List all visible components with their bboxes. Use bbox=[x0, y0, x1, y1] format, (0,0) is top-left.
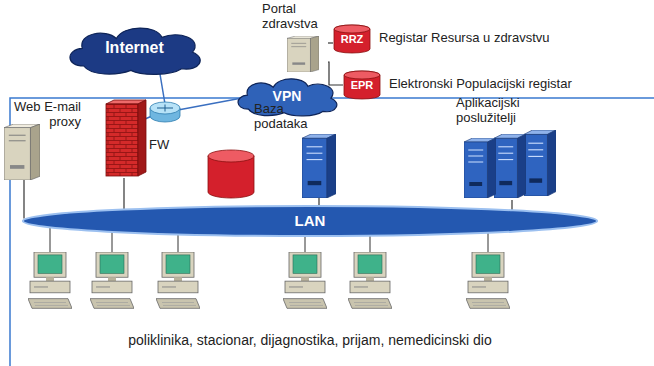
department-list: poliklinika, stacionar, dijagnostika, pr… bbox=[0, 332, 620, 348]
proxy-server: Web E-mail proxy bbox=[3, 100, 85, 180]
label-holder: poliklinika, stacionar, dijagnostika, pr… bbox=[0, 332, 620, 348]
text-holder: EPR bbox=[343, 79, 381, 92]
text-holder: RRZ bbox=[333, 33, 371, 46]
network-link bbox=[328, 62, 343, 85]
text-holder: Elektronski Populacijski registar bbox=[389, 77, 572, 92]
network-link bbox=[123, 178, 124, 209]
network-link bbox=[23, 180, 24, 219]
text-holder: Registar Resursa u zdravstvu bbox=[379, 31, 550, 46]
database-code: RRZ bbox=[333, 33, 371, 46]
text-holder: Portal zdravstva bbox=[262, 2, 324, 32]
server-label: Baza podataka bbox=[254, 102, 316, 132]
application-servers: Aplikacijski poslužitelji bbox=[452, 96, 562, 200]
text-holder: LAN bbox=[20, 212, 600, 229]
network-link bbox=[328, 42, 333, 43]
cylinder-body bbox=[344, 71, 380, 99]
bus-label: LAN bbox=[20, 212, 600, 229]
network-link bbox=[318, 198, 319, 206]
cylinder-top bbox=[334, 25, 370, 33]
cylinder-body bbox=[334, 25, 370, 53]
database-name: Elektronski Populacijski registar bbox=[389, 77, 572, 92]
text-holder: Baza podataka bbox=[254, 102, 316, 132]
text-holder: VPN bbox=[232, 88, 342, 104]
database-name: Registar Resursa u zdravstvu bbox=[379, 31, 550, 46]
server-label: Web E-mail proxy bbox=[7, 100, 81, 130]
text-holder: Web E-mail proxy bbox=[7, 100, 81, 130]
network-link bbox=[511, 200, 512, 210]
database-server: Baza podataka bbox=[206, 100, 338, 198]
server-label: Aplikacijski poslužitelji bbox=[456, 96, 556, 126]
text-holder: Aplikacijski poslužitelji bbox=[456, 96, 556, 126]
portal-server: Portal zdravstva bbox=[258, 2, 328, 72]
firewall: FW bbox=[104, 100, 174, 178]
cloud-label: VPN bbox=[232, 88, 342, 104]
cloud-label: Internet bbox=[62, 39, 207, 57]
database-code: EPR bbox=[343, 79, 381, 92]
registry-database: RRZ Registar Resursa u zdravstvu bbox=[333, 24, 583, 54]
internet-cloud: Internet bbox=[62, 22, 207, 77]
text-holder: FW bbox=[149, 138, 169, 153]
firewall-label: FW bbox=[149, 138, 169, 153]
server-label: Portal zdravstva bbox=[262, 2, 324, 32]
text-holder: Internet bbox=[62, 39, 207, 57]
vpn-cloud: VPN bbox=[232, 74, 342, 118]
lan-bus: LAN bbox=[20, 205, 600, 237]
cylinder-top bbox=[344, 71, 380, 79]
